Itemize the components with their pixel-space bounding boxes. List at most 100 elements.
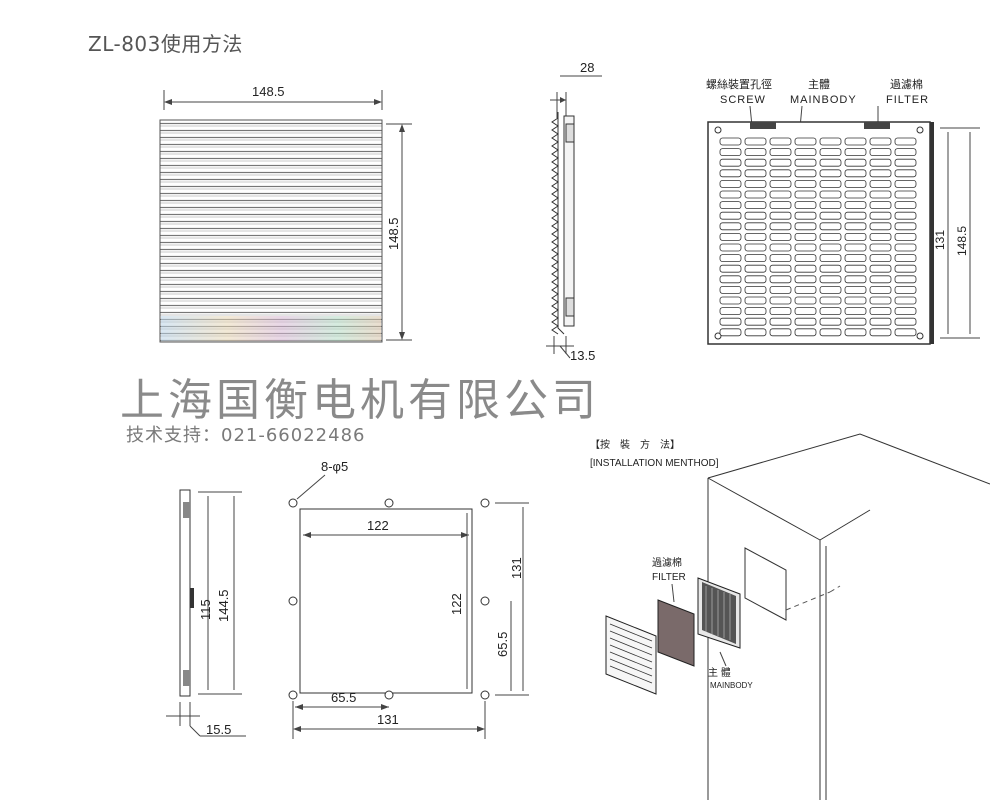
vent-slot xyxy=(894,137,917,146)
small-side-bottom-dim: 15.5 xyxy=(206,722,231,737)
install-title-en: [INSTALLATION MENTHOD] xyxy=(590,458,719,469)
vent-slot xyxy=(769,264,792,273)
vent-slot xyxy=(719,264,742,273)
vent-slot xyxy=(794,317,817,326)
filter-label-cn: 過濾棉 xyxy=(890,77,923,91)
vent-slot xyxy=(869,169,892,178)
vent-slot xyxy=(794,232,817,241)
vent-slot xyxy=(744,158,767,167)
vent-slot xyxy=(869,190,892,199)
vent-slot xyxy=(844,222,867,231)
vent-slot xyxy=(844,180,867,188)
install-filter-en: FILTER xyxy=(652,572,686,583)
body-label-en: MAINBODY xyxy=(790,94,857,106)
vent-slot xyxy=(844,148,867,156)
vent-slot xyxy=(769,169,792,178)
vent-slot xyxy=(744,190,767,199)
vent-slot xyxy=(719,275,742,284)
vent-slot xyxy=(869,148,892,156)
front-height-dim: 148.5 xyxy=(386,217,401,250)
cutout-bottom-half-dim: 65.5 xyxy=(331,690,356,705)
vent-slot xyxy=(744,232,767,241)
vent-slot xyxy=(719,307,742,316)
vent-slot xyxy=(719,254,742,263)
vent-slot xyxy=(844,201,867,210)
install-filter-cn: 過濾棉 xyxy=(652,556,682,569)
vent-slot xyxy=(819,137,842,146)
vent-slot xyxy=(794,158,817,167)
vent-slot xyxy=(894,169,917,178)
vent-slot xyxy=(769,254,792,263)
vent-slot xyxy=(819,254,842,263)
vent-slot xyxy=(769,190,792,199)
vent-slot xyxy=(794,275,817,284)
back-vent-slots xyxy=(719,137,917,337)
vent-slot xyxy=(894,222,917,231)
vent-slot xyxy=(819,317,842,326)
vent-slot xyxy=(794,264,817,273)
vent-slot xyxy=(744,296,767,305)
vent-slot xyxy=(894,275,917,284)
vent-slot xyxy=(894,232,917,241)
vent-slot xyxy=(794,254,817,263)
vent-slot xyxy=(869,201,892,210)
vent-slot xyxy=(844,158,867,167)
vent-slot xyxy=(794,285,817,294)
vent-slot xyxy=(769,328,792,337)
vent-slot xyxy=(869,158,892,167)
vent-slot xyxy=(744,222,767,231)
vent-slot xyxy=(819,158,842,167)
vent-slot xyxy=(819,275,842,284)
vent-slot xyxy=(869,285,892,294)
filter-pad xyxy=(657,599,695,667)
vent-slot xyxy=(869,307,892,316)
cutout-right-inner-dim: 122 xyxy=(449,593,464,615)
vent-slot xyxy=(819,307,842,316)
vent-slot xyxy=(894,201,917,210)
vent-slot xyxy=(894,148,917,156)
vent-slot xyxy=(744,317,767,326)
vent-slot xyxy=(844,169,867,178)
vent-slot xyxy=(769,201,792,210)
vent-slot xyxy=(894,285,917,294)
vent-slot xyxy=(869,328,892,337)
vent-slot xyxy=(894,296,917,305)
vent-slot xyxy=(894,317,917,326)
vent-slot xyxy=(719,317,742,326)
vent-slot xyxy=(894,158,917,167)
vent-slot xyxy=(719,328,742,337)
vent-slot xyxy=(794,190,817,199)
vent-slot xyxy=(819,180,842,188)
vent-slot xyxy=(819,201,842,210)
cabinet-outline xyxy=(707,433,990,800)
vent-slot xyxy=(719,201,742,210)
front-grille xyxy=(605,615,657,695)
vent-slot xyxy=(894,328,917,337)
vent-slot xyxy=(794,296,817,305)
holes-label: 8-φ5 xyxy=(321,459,348,474)
installation-illustration: 【按 裝 方 法】 [INSTALLATION MENTHOD] 過濾棉 FIL… xyxy=(590,433,990,800)
screw-label-en: SCREW xyxy=(720,94,766,106)
vent-slot xyxy=(719,285,742,294)
front-view-drawing: 148.5 148.5 xyxy=(159,84,412,343)
vent-slot xyxy=(794,148,817,156)
vent-slot xyxy=(894,243,917,252)
vent-slot xyxy=(794,180,817,188)
install-body-en: MAINBODY xyxy=(710,681,753,690)
side-bottom-dim: 13.5 xyxy=(570,348,595,363)
vent-slot xyxy=(844,137,867,146)
vent-slot xyxy=(794,328,817,337)
vent-slot xyxy=(769,296,792,305)
vent-slot xyxy=(744,254,767,263)
filter-label-en: FILTER xyxy=(886,94,929,106)
vent-slot xyxy=(719,296,742,305)
cutout-bottom-full-dim: 131 xyxy=(377,712,399,727)
vent-slot xyxy=(869,296,892,305)
vent-slot xyxy=(719,232,742,241)
vent-slot xyxy=(869,137,892,146)
cutout-right-half-dim: 65.5 xyxy=(495,632,510,657)
vent-slot xyxy=(844,243,867,252)
vent-slot xyxy=(719,137,742,146)
vent-slot xyxy=(744,169,767,178)
small-side-inner-dim: 115 xyxy=(198,599,213,620)
